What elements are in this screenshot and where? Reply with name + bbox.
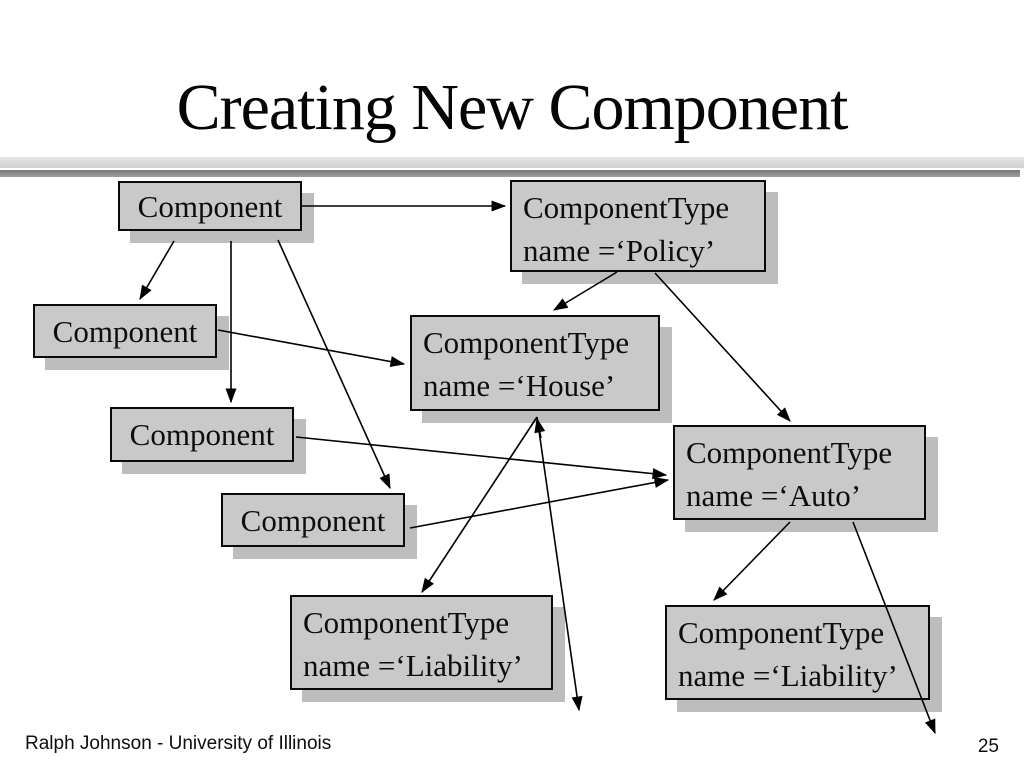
footer-author: Ralph Johnson - University of Illinois [25, 733, 332, 754]
arrow-policy-to-house [552, 271, 618, 311]
box-label: name =‘House’ [423, 368, 616, 403]
arrow-component4-to-auto [409, 477, 670, 529]
title-divider-dark [0, 170, 1020, 177]
slide-title: Creating New Component [176, 71, 849, 144]
componenttype-liability-1: ComponentType name =‘Liability’ [290, 595, 553, 690]
arrow-component2-to-house [217, 329, 406, 367]
box-label: name =‘Liability’ [303, 648, 523, 683]
componenttype-liability-2: ComponentType name =‘Liability’ [665, 605, 930, 700]
arrow-component3-to-auto [295, 436, 668, 480]
box-label: name =‘Liability’ [678, 658, 898, 693]
page-number: 25 [977, 736, 999, 757]
box-label: ComponentType [423, 325, 630, 360]
componenttype-house: ComponentType name =‘House’ [410, 315, 660, 411]
arrow-policy-to-auto [654, 272, 791, 422]
arrow-house-to-liability1 [421, 416, 538, 594]
box-label: ComponentType [303, 605, 510, 640]
arrow-up-into-house [534, 417, 546, 439]
box-label: ComponentType [523, 190, 730, 225]
box-label: ComponentType [686, 435, 893, 470]
box-label: Component [52, 313, 198, 349]
componenttype-policy: ComponentType name =‘Policy’ [510, 180, 766, 272]
box-label: name =‘Policy’ [523, 233, 716, 268]
arrow-component1-to-component4 [277, 239, 391, 490]
box-label: name =‘Auto’ [686, 478, 862, 513]
component-3: Component [110, 407, 294, 462]
componenttype-auto: ComponentType name =‘Auto’ [673, 425, 926, 520]
box-label: Component [240, 502, 386, 538]
box-label: ComponentType [678, 615, 885, 650]
component-1: Component [118, 181, 302, 231]
component-2: Component [33, 304, 217, 358]
box-label: Component [137, 188, 283, 224]
arrow-component1-to-component2 [139, 240, 175, 301]
arrow-auto-to-liability2 [713, 521, 791, 601]
box-label: Component [129, 417, 275, 452]
component-4: Component [221, 493, 405, 547]
title-divider-light [0, 157, 1024, 168]
